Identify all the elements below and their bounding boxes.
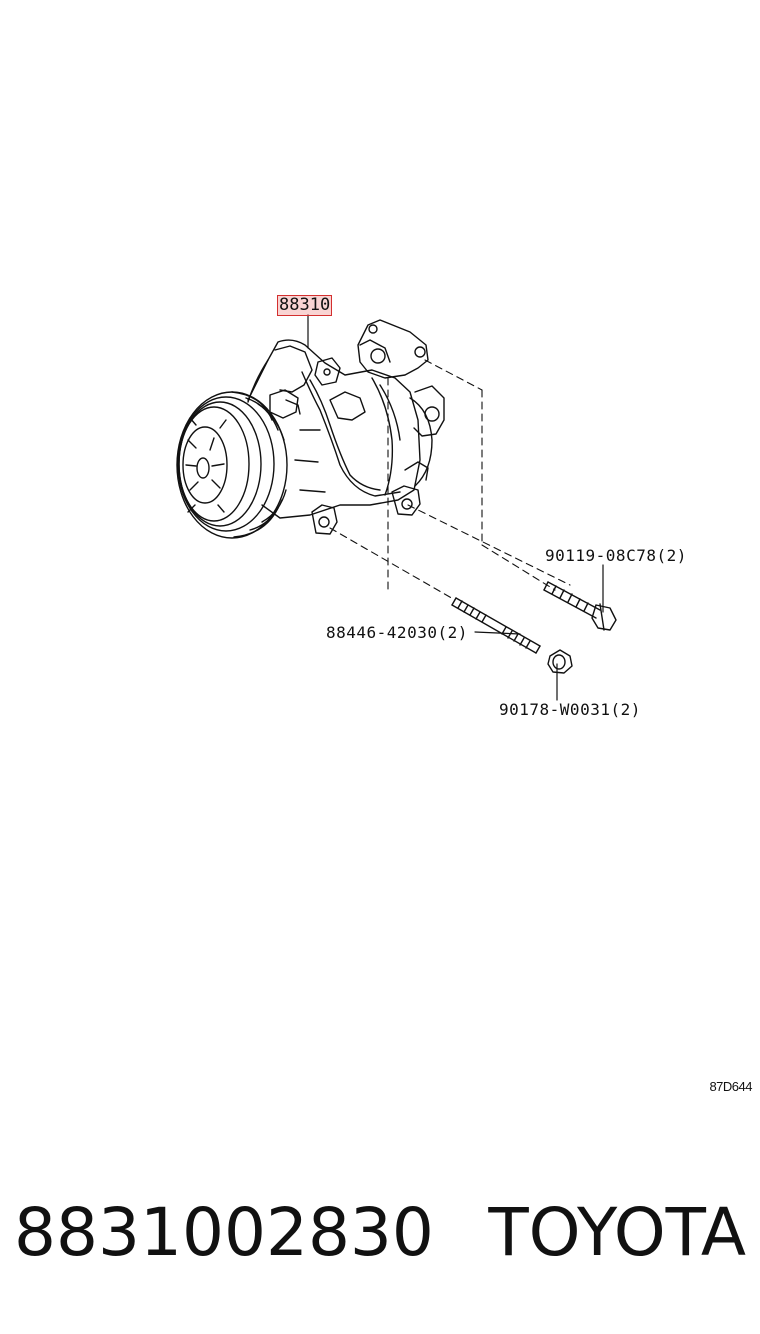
part-number: 8831002830 xyxy=(14,1194,434,1271)
guide-lines xyxy=(329,359,571,601)
hex-nut xyxy=(547,649,573,674)
nut-callout[interactable]: 90178-W0031(2) xyxy=(499,700,641,719)
flange-bolt xyxy=(543,581,617,631)
leader-lines xyxy=(307,314,604,701)
stud-bolt xyxy=(451,597,541,654)
compressor-mount-ears xyxy=(311,461,429,535)
stud-callout[interactable]: 88446-42030(2) xyxy=(326,623,468,642)
compressor-body xyxy=(247,339,433,519)
compressor-rear-port xyxy=(314,319,445,437)
pulley xyxy=(176,391,288,539)
bolt-callout[interactable]: 90119-08C78(2) xyxy=(545,546,687,565)
brand-name: TOYOTA xyxy=(488,1194,746,1271)
drawing-code: 87D644 xyxy=(709,1079,752,1094)
main-part-callout[interactable]: 88310 xyxy=(277,295,333,316)
